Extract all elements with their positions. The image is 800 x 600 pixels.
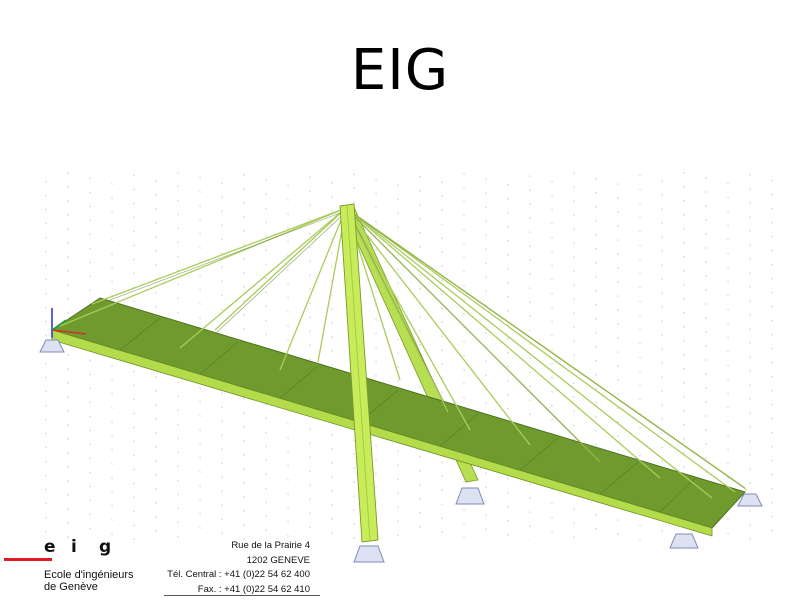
support-pylon-back xyxy=(455,487,485,505)
slide-title: EIG xyxy=(350,38,450,103)
school-name: Ecole d'ingénieurs de Genève xyxy=(44,569,134,593)
school-name-line2: de Genève xyxy=(44,581,98,593)
logo-letter-i: i xyxy=(71,537,77,557)
logo-letter-g: g xyxy=(99,537,112,557)
footer-rule xyxy=(164,595,320,596)
address-fax: Fax. : +41 (0)22 54 62 410 xyxy=(197,583,310,595)
address-phone: Tél. Central : +41 (0)22 54 62 400 xyxy=(167,569,310,580)
address-city: 1202 GENEVE xyxy=(246,554,310,566)
deck-panel-lines xyxy=(119,317,696,513)
support-right-2 xyxy=(737,493,763,507)
logo-letter-e: e xyxy=(44,537,56,557)
logo-red-line xyxy=(4,558,52,561)
stay-cables-dark xyxy=(93,209,748,491)
eig-logo-footer: e i g Ecole d'ingénieurs de Genève Rue d… xyxy=(4,537,320,597)
support-left xyxy=(39,308,87,353)
support-right-1 xyxy=(669,533,699,549)
address-street: Rue de la Prairie 4 xyxy=(231,540,310,551)
support-pylon-front xyxy=(353,545,385,563)
school-address: Rue de la Prairie 4 1202 GENEVE Tél. Cen… xyxy=(167,539,310,597)
school-name-line1: Ecole d'ingénieurs xyxy=(44,569,134,581)
